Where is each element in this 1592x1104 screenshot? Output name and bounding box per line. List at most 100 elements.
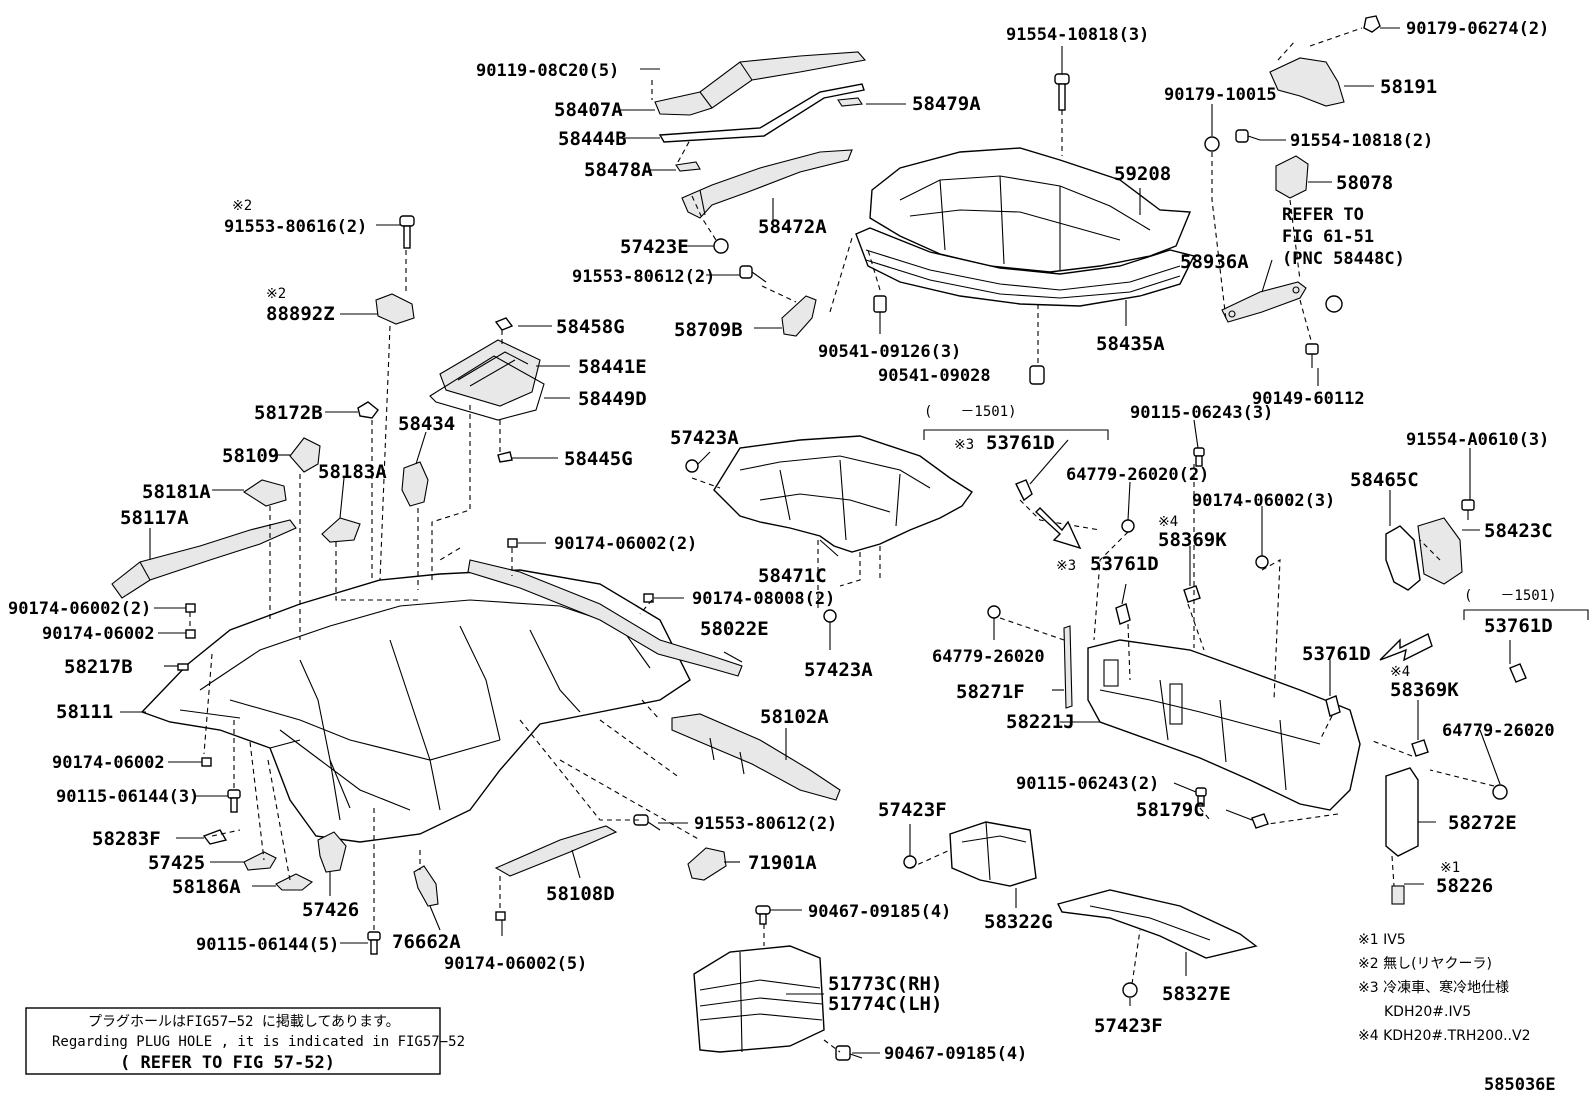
label-58936a: 58936A [1180, 251, 1249, 273]
bolt-91553-80616 [399, 215, 415, 249]
label-90174-06002-a: 90174-06002 [42, 624, 155, 644]
label-90179-10015: 90179-10015 [1164, 85, 1277, 105]
label-58283f: 58283F [92, 828, 161, 850]
leader-lines [120, 27, 1511, 1054]
part-53761d-b [1115, 603, 1131, 625]
bolt-90467-09185-upper [755, 905, 771, 925]
label-64779-26020-c: 64779-26020 [1442, 721, 1555, 741]
label-58022e: 58022E [700, 618, 769, 640]
part-58471c-cover [713, 435, 973, 553]
label-90179-06274: 90179-06274(2) [1406, 19, 1549, 39]
part-58102a-rail [671, 713, 841, 801]
label-58472a: 58472A [758, 216, 827, 238]
label-58434: 58434 [398, 413, 455, 435]
dashed-lines [189, 27, 1495, 1053]
label-90174-06002-b: 90174-06002 [52, 753, 165, 773]
label-90115-06144-3: 90115-06144(3) [56, 787, 199, 807]
label-90115-06144-5: 90115-06144(5) [196, 935, 339, 955]
label-91553-80616: 91553-80616(2) [224, 217, 367, 237]
part-51773c-step [693, 945, 825, 1053]
label-58102a: 58102A [760, 706, 829, 728]
nut-58217b [177, 663, 189, 671]
part-76662a [413, 865, 439, 907]
label-58471c: 58471C [758, 565, 827, 587]
marker-1: ※1 [1440, 860, 1460, 876]
diagram-code: 585036E [1484, 1075, 1556, 1095]
part-58191 [1269, 57, 1345, 107]
label-58181a: 58181A [142, 481, 211, 503]
label-88892z: 88892Z [266, 303, 335, 325]
plug-hole-note: プラグホールはFIG57−52 に掲載してあります。 Regarding PLU… [25, 1007, 465, 1075]
label-90541-09126: 90541-09126(3) [818, 342, 961, 362]
part-90541-09126 [873, 295, 887, 313]
label-76662a: 76662A [392, 931, 461, 953]
part-90541-09028 [1029, 365, 1045, 385]
part-58936a [1221, 281, 1307, 323]
label-90174-06002-2b: 90174-06002(2) [554, 534, 697, 554]
part-58478a [675, 161, 701, 172]
part-58709b [781, 295, 817, 337]
label-58407a: 58407A [554, 99, 623, 121]
bolt-90115-06144-5 [367, 931, 381, 955]
range-bracket-2 [1463, 609, 1589, 620]
marker-4a: ※4 [1158, 514, 1178, 530]
label-58217b: 58217B [64, 656, 133, 678]
label-57423a-b: 57423A [804, 659, 873, 681]
range-bracket-1 [923, 429, 1109, 440]
arrow-left [1379, 633, 1433, 662]
part-58449d [429, 355, 545, 421]
refer-line-2: FIG 61-51 [1282, 227, 1374, 247]
part-58445g [497, 451, 513, 463]
label-90174-08008: 90174-08008(2) [692, 589, 835, 609]
label-58465c: 58465C [1350, 469, 1419, 491]
part-57423a-upper [685, 459, 699, 473]
label-64779-26020-a: 64779-26020 [932, 647, 1045, 667]
part-58283f [202, 829, 228, 845]
note-3a: ※3 冷凍車、寒冷地仕様 [1358, 979, 1509, 996]
nut-90174-06002-e [495, 911, 506, 921]
marker-2b: ※2 [266, 286, 286, 302]
nut-90174-06002-a [185, 603, 196, 613]
label-58272e: 58272E [1448, 812, 1517, 834]
part-58109 [289, 437, 321, 473]
label-58078: 58078 [1336, 172, 1393, 194]
part-58435a-shield [855, 227, 1196, 307]
bolt-90115-06144-3 [227, 789, 241, 813]
part-58179c [1251, 813, 1269, 829]
label-58117a: 58117A [120, 507, 189, 529]
range-2: ( －1501) [1464, 588, 1557, 604]
label-57423f-b: 57423F [1094, 1015, 1163, 1037]
part-58172b [357, 401, 379, 419]
plug-note-ref: ( REFER TO FIG 57-52) [120, 1053, 335, 1073]
label-58172b: 58172B [254, 402, 323, 424]
part-58423c [1417, 517, 1463, 585]
part-58479a [837, 97, 863, 107]
label-91554-a0610: 91554-A0610(3) [1406, 430, 1549, 450]
nut-90174-06002-d [507, 538, 518, 548]
part-58226 [1391, 885, 1405, 905]
arrow-right-down [1034, 507, 1082, 550]
part-58441e [439, 339, 541, 407]
label-58478a: 58478A [584, 159, 653, 181]
nut-90174-08008 [643, 593, 654, 603]
nut-90174-06002-c [201, 757, 212, 767]
footnotes: ※1 IV5 ※2 無し(リヤクーラ) ※3 冷凍車、寒冷地仕様 KDH20#.… [1358, 932, 1530, 1044]
label-90467-09185-a: 90467-09185(4) [808, 902, 951, 922]
part-57426 [317, 831, 347, 873]
bolt-90115-06243-3 [1193, 447, 1205, 467]
marker-3b: ※3 [1056, 558, 1076, 574]
part-58078 [1275, 155, 1309, 199]
label-91554-10818-2: 91554-10818(2) [1290, 131, 1433, 151]
part-58458g [494, 317, 514, 331]
label-58108d: 58108D [546, 883, 615, 905]
part-57425 [243, 851, 277, 871]
label-90174-06002-2a: 90174-06002(2) [8, 599, 151, 619]
label-57423f-a: 57423F [878, 799, 947, 821]
clip-90179-06274 [1363, 15, 1381, 33]
label-51773c: 51773C(RH) [828, 973, 942, 995]
label-58111: 58111 [56, 701, 113, 723]
label-58322g: 58322G [984, 911, 1053, 933]
marker-3a: ※3 [954, 437, 974, 453]
bolt-90467-09185-lower [835, 1045, 863, 1061]
